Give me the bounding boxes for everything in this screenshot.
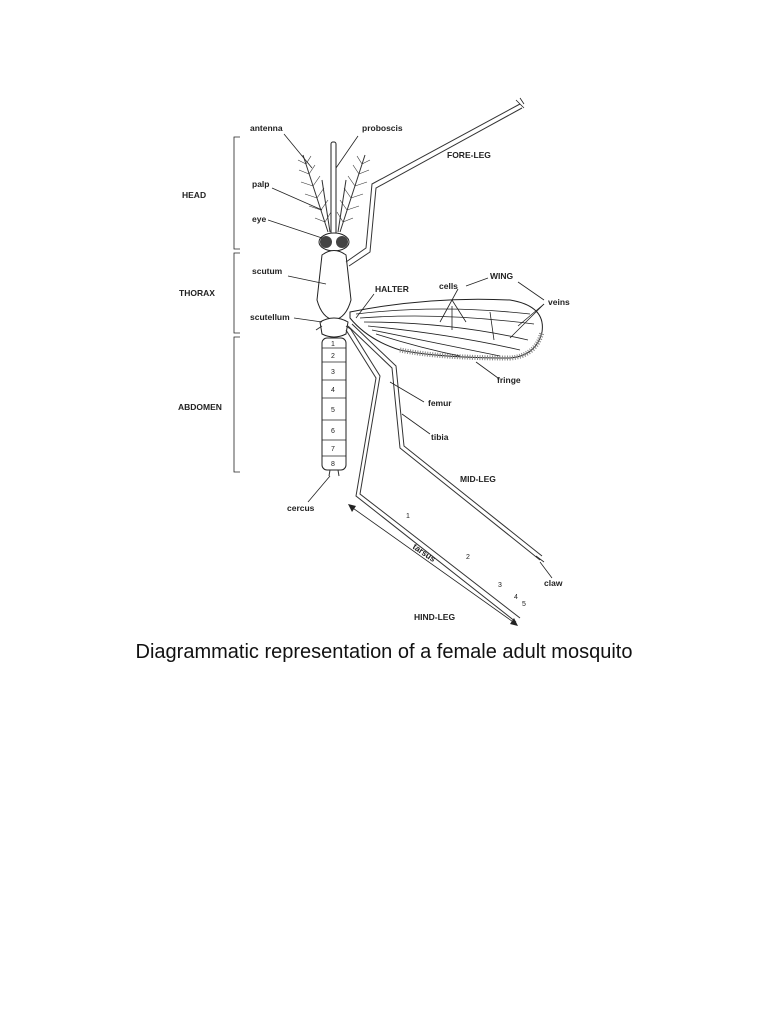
label-proboscis: proboscis — [362, 123, 403, 133]
label-tarsus: tarsus — [411, 541, 438, 564]
thorax-bracket — [233, 252, 240, 334]
segment-number: 2 — [331, 353, 335, 360]
leader-wing — [517, 281, 545, 301]
tarsus-number: 2 — [466, 554, 470, 561]
leader-scutellum — [293, 317, 323, 323]
wing — [349, 298, 545, 361]
leader-cells-wing — [465, 277, 489, 287]
label-thorax: THORAX — [179, 288, 215, 298]
label-cercus: cercus — [287, 503, 315, 513]
eye-right — [336, 236, 348, 248]
label-wing: WING — [490, 271, 514, 281]
leader-eye — [267, 219, 323, 239]
wing-fringe — [399, 331, 545, 361]
leader-lines — [267, 133, 553, 579]
label-fore-leg: FORE-LEG — [447, 150, 491, 160]
label-scutum: scutum — [252, 266, 283, 276]
label-head: HEAD — [182, 190, 206, 200]
leader-cercus — [307, 475, 331, 503]
leader-antenna — [283, 133, 313, 169]
leader-veins-b — [509, 303, 545, 339]
segment-number: 6 — [331, 428, 335, 435]
leader-femur — [389, 381, 425, 403]
figure-caption: Diagrammatic representation of a female … — [135, 641, 633, 663]
leader-cells-b — [451, 299, 467, 323]
leader-tibia — [401, 413, 431, 435]
label-hind-leg: HIND-LEG — [414, 612, 455, 622]
segment-number: 5 — [331, 407, 335, 414]
thorax-body — [315, 250, 353, 338]
label-mid-leg: MID-LEG — [460, 474, 496, 484]
label-claw: claw — [544, 578, 563, 588]
mid-leg — [347, 323, 545, 563]
leader-veins-a — [517, 303, 545, 327]
palps — [321, 179, 347, 233]
leader-scutum — [287, 275, 327, 285]
region-brackets — [233, 136, 240, 473]
label-abdomen: ABDOMEN — [178, 402, 222, 412]
segment-number: 8 — [331, 461, 335, 468]
eye-left — [320, 236, 332, 248]
label-tibia: tibia — [431, 432, 449, 442]
label-scutellum: scutellum — [250, 312, 290, 322]
leader-fringe — [475, 361, 499, 379]
scutum-shape — [316, 250, 352, 321]
segment-number: 1 — [331, 341, 335, 348]
abdomen-bracket — [233, 336, 240, 473]
head-bracket — [233, 136, 240, 250]
label-femur: femur — [428, 398, 452, 408]
segment-number: 4 — [331, 387, 335, 394]
cercus-shape — [328, 469, 340, 477]
tarsus-number: 1 — [406, 513, 410, 520]
proboscis — [330, 141, 337, 239]
leader-halter — [355, 293, 375, 319]
fore-leg — [345, 97, 525, 267]
leader-cells-a — [439, 299, 453, 323]
abdomen-body: 1 2 3 4 5 6 7 8 — [321, 337, 347, 477]
segment-number: 3 — [331, 369, 335, 376]
label-halter: HALTER — [375, 284, 409, 294]
leader-palp — [271, 187, 323, 211]
label-palp: palp — [252, 179, 269, 189]
tarsus-arrow — [348, 504, 518, 626]
antennae — [297, 154, 371, 233]
hind-leg — [345, 327, 521, 623]
mosquito-diagram: HEAD THORAX ABDOMEN — [178, 97, 570, 626]
label-antenna: antenna — [250, 123, 283, 133]
label-cells: cells — [439, 281, 458, 291]
tarsus-number: 3 — [498, 582, 502, 589]
head-eyes — [318, 232, 350, 252]
label-fringe: fringe — [497, 375, 521, 385]
leader-cells — [451, 288, 459, 301]
tarsus-number: 4 — [514, 594, 518, 601]
label-eye: eye — [252, 214, 266, 224]
tarsus-number: 5 — [522, 601, 526, 608]
leader-proboscis — [335, 135, 359, 169]
label-veins: veins — [548, 297, 570, 307]
scutellum-shape — [319, 317, 349, 338]
leader-claw — [539, 561, 553, 579]
segment-number: 7 — [331, 446, 335, 453]
